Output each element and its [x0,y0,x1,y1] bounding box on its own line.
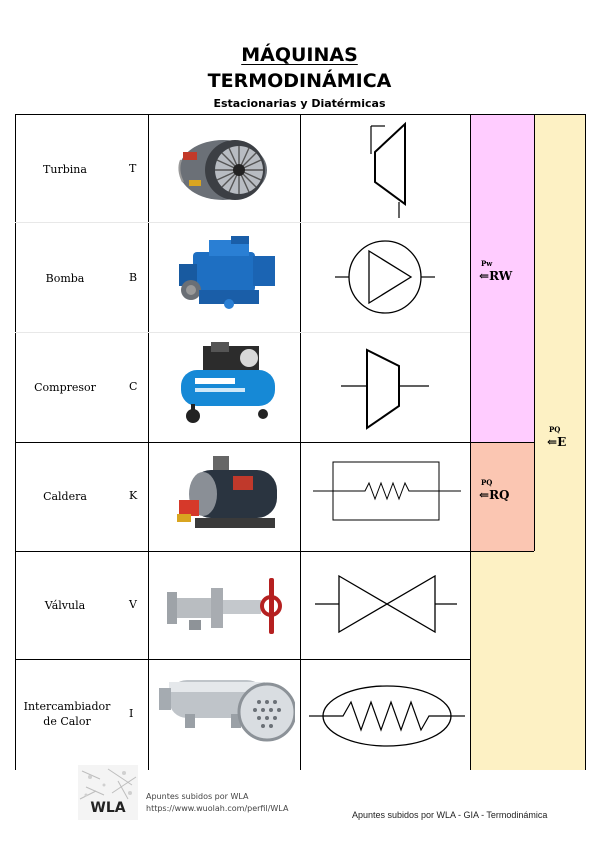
row-letter-caldera: K [129,489,138,502]
work-flow-text: RW [489,269,513,283]
row-name-intercambiador: Intercambiador de Calor [21,699,113,729]
row-name-valvula: Válvula [44,599,86,612]
turbine-symbol-icon [370,121,406,218]
row-name-intercambiador-line2: de Calor [43,715,91,728]
heat-flow-label: PQ ⇐RQ [479,478,510,502]
valve-photo-icon [167,578,282,634]
row-name-intercambiador-line1: Intercambiador [23,700,111,713]
row-letter-intercambiador: I [129,707,134,720]
wla-logo-text: WLA [90,800,125,816]
boiler-symbol-icon [313,461,461,521]
work-flow-sup: Pw [481,259,493,268]
energy-flow-sup: PQ [549,425,561,434]
heat-exchanger-symbol-icon [309,685,465,747]
footer-credit-link[interactable]: https://www.wuolah.com/perfil/WLA [146,804,289,813]
page-title-1: MÁQUINAS [241,44,358,66]
heat-flow-arrow: ⇐ [479,488,490,502]
pump-photo-icon [179,236,275,309]
wla-logo: WLA [78,765,138,820]
heat-band [470,442,534,551]
row-letter-valvula: V [129,598,137,611]
heat-flow-sup: PQ [481,478,493,487]
row-name-compresor: Compresor [34,381,96,394]
valve-symbol-icon [315,574,457,634]
energy-flow-arrow: ⇐ [547,435,558,449]
energy-band [534,114,585,770]
heat-exchanger-photo-icon [159,680,295,742]
boiler-photo-icon [177,456,277,528]
row-letter-compresor: C [129,380,138,393]
row-name-turbina: Turbina [43,163,87,176]
energy-flow-label: PQ ⇐E [547,425,567,449]
row-letter-bomba: B [129,271,138,284]
machines-table: Turbina T Bomba B Compresor C Caldera K … [15,114,586,770]
heat-flow-text: RQ [489,488,510,502]
footer-credit-line1: Apuntes subidos por WLA [146,792,249,801]
compressor-symbol-icon [341,348,429,430]
compressor-photo-icon [181,342,275,423]
work-flow-label: Pw ⇐RW [479,259,513,283]
pump-symbol-icon [335,240,435,314]
row-letter-turbina: T [129,162,137,175]
page-subtitle: Estacionarias y Diatérmicas [213,97,386,110]
turbine-photo-icon [178,140,267,200]
page-title-2: TERMODINÁMICA [207,70,392,92]
energy-flow-text: E [557,435,567,449]
lower-band [470,551,534,770]
row-name-caldera: Caldera [43,490,87,503]
row-name-bomba: Bomba [45,272,85,285]
work-flow-arrow: ⇐ [479,269,490,283]
work-band [470,114,534,442]
footer-right-text: Apuntes subidos por WLA - GIA - Termodin… [352,810,548,820]
